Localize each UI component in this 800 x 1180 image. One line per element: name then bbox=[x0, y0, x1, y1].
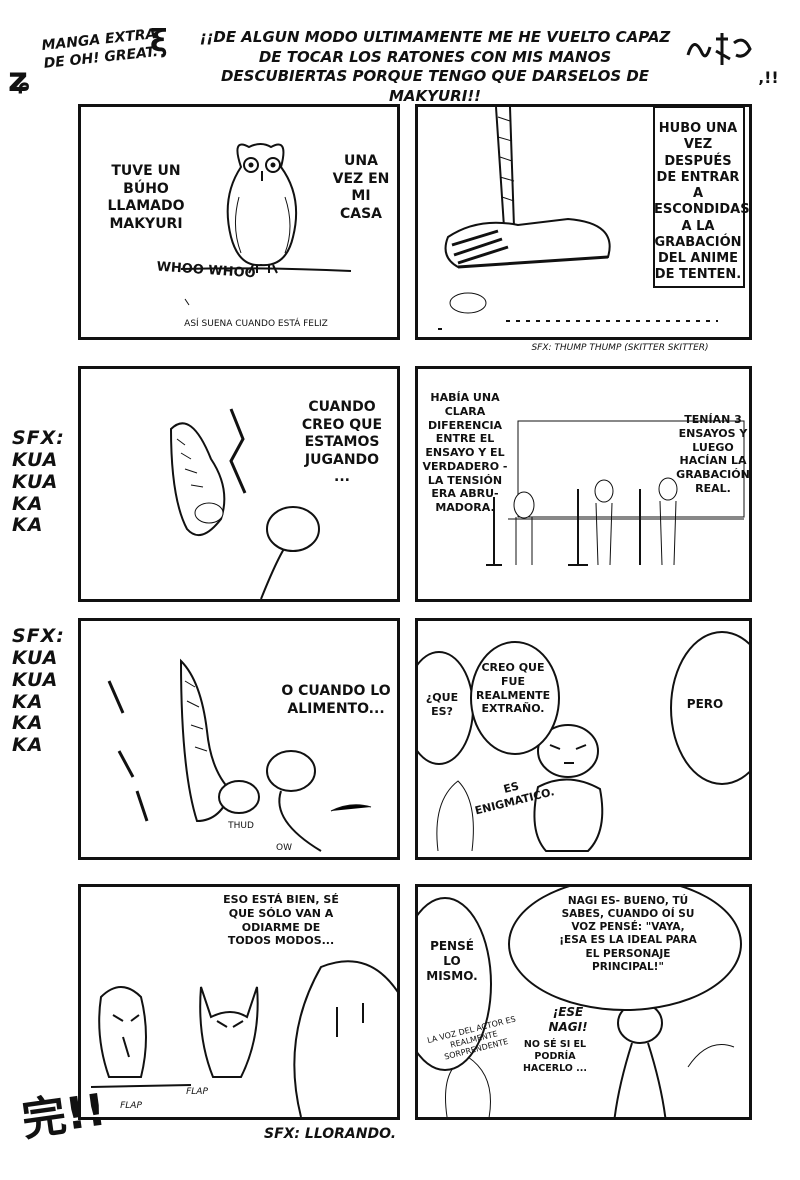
side-sfx-row2: SFX: KUA KUA KA KA bbox=[12, 427, 65, 537]
speech-same: PENSÉ LO MISMO. bbox=[426, 939, 478, 983]
panel-enigmatic: ¿QUE ES? CREO QUE FUE REALMENTE EXTRAÑO.… bbox=[415, 618, 752, 860]
caption-recording: HUBO UNA VEZ DESPUÉS DE ENTRAR A ESCONDI… bbox=[654, 121, 750, 283]
zigzag-mark: ʑ bbox=[8, 60, 32, 100]
panel-owl-feeding: O CUANDO LO ALIMENTO... THUD OW bbox=[78, 618, 400, 860]
sfx-thump: SFX: THUMP THUMP (SKITTER SKITTER) bbox=[531, 343, 709, 353]
label-flap-a: FLAP bbox=[120, 1101, 142, 1111]
panel-rehearsal: HABÍA UNA CLARA DIFERENCIA ENTRE EL ENSA… bbox=[415, 366, 752, 602]
speech-nagi: NAGI ES- BUENO, TÚ SABES, CUANDO OÍ SU V… bbox=[559, 895, 697, 973]
sfx-crying: SFX: LLORANDO. bbox=[263, 1126, 397, 1142]
panel-owl-playing: CUANDO CREO QUE ESTAMOS JUGANDO ... bbox=[78, 366, 400, 602]
bubble-same bbox=[418, 897, 492, 1071]
owl-attack-illustration bbox=[107, 658, 372, 852]
shout-nagi: ¡ESE NAGI! bbox=[548, 1005, 588, 1034]
speech-strange: CREO QUE FUE REALMENTE EXTRAÑO. bbox=[476, 661, 551, 716]
side-sfx-row3: SFX: KUA KUA KA KA KA bbox=[12, 625, 65, 757]
caption-hated: ESO ESTÁ BIEN, SÉ QUE SÓLO VAN A ODIARME… bbox=[223, 893, 339, 948]
speech-what-is: ¿QUE ES? bbox=[425, 691, 459, 718]
label-thud: THUD bbox=[228, 821, 254, 831]
caption-rehearsal-count: TENÍAN 3 ENSAYOS Y LUEGO HACÍAN LA GRABA… bbox=[676, 413, 750, 495]
squiggle-mark: ξ bbox=[150, 24, 168, 59]
bubble-but bbox=[670, 631, 749, 785]
page-title: ¡¡DE ALGUN MODO ULTIMAMENTE ME HE VUELTO… bbox=[199, 28, 671, 105]
shoe-illustration bbox=[438, 107, 745, 330]
caption-playing: CUANDO CREO QUE ESTAMOS JUGANDO ... bbox=[301, 399, 383, 485]
author-signature bbox=[680, 25, 760, 75]
owls-angry-illustration bbox=[90, 960, 397, 1117]
bubble-what-is bbox=[418, 651, 474, 765]
note-happy-sound: ASÍ SUENA CUANDO ESTÁ FELIZ bbox=[184, 319, 328, 329]
panel-hated: ESO ESTÁ BIEN, SÉ QUE SÓLO VAN A ODIARME… bbox=[78, 884, 400, 1120]
caption-owl-name: TUVE UN BÚHO LLAMADO MAKYURI bbox=[107, 163, 185, 232]
rehearsal-illustration bbox=[486, 420, 745, 566]
bubble-strange bbox=[470, 641, 560, 755]
label-flap-b: FLAP bbox=[186, 1087, 208, 1097]
bubble-nagi bbox=[508, 887, 742, 1011]
panel-voice-actor: PENSÉ LO MISMO. NAGI ES- BUENO, TÚ SABES… bbox=[415, 884, 752, 1120]
label-ow: OW bbox=[276, 843, 292, 853]
panel-recording-studio: HUBO UNA VEZ DESPUÉS DE ENTRAR A ESCONDI… bbox=[415, 104, 752, 340]
speech-doubt: NO SÉ SI EL PODRÍA HACERLO ... bbox=[522, 1039, 587, 1074]
caption-once-home: UNA VEZ EN MI CASA bbox=[332, 153, 390, 222]
caption-rehearsal-tension: HABÍA UNA CLARA DIFERENCIA ENTRE EL ENSA… bbox=[422, 391, 508, 514]
person-sitting-illustration bbox=[436, 724, 604, 852]
series-note: MANGA EXTRA DE OH! GREAT. bbox=[40, 26, 159, 72]
end-mark: 完!! bbox=[18, 1084, 110, 1147]
owl-illustration bbox=[180, 143, 352, 306]
owl-flying-illustration bbox=[169, 408, 320, 599]
exclaim-mark: ‚!! bbox=[758, 68, 779, 87]
caption-feeding: O CUANDO LO ALIMENTO... bbox=[281, 683, 391, 717]
speech-but: PERO bbox=[686, 697, 724, 711]
panel-owl-intro: TUVE UN BÚHO LLAMADO MAKYURI UNA VEZ EN … bbox=[78, 104, 400, 340]
